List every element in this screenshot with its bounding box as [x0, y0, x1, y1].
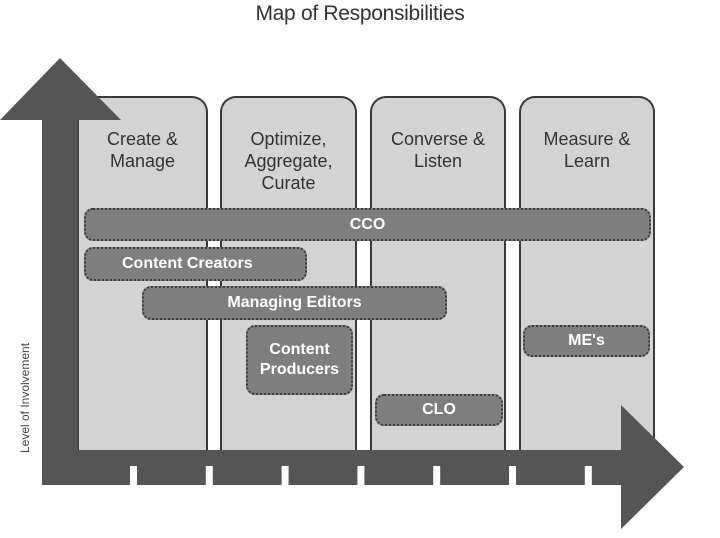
- diagram-title: Map of Responsibilities: [255, 2, 465, 25]
- x-axis-bar: [42, 450, 624, 485]
- role-bar-managing-editors: Managing Editors: [142, 286, 447, 320]
- x-axis-arrow-icon: [621, 405, 684, 529]
- column-label: Create & Manage: [106, 129, 179, 171]
- role-label: CLO: [422, 401, 456, 418]
- role-bar-content-producers: Content Producers: [246, 325, 353, 395]
- x-axis-tick: [205, 466, 213, 486]
- column-label: Measure & Learn: [543, 129, 631, 171]
- y-axis-label: Level of Involvement: [18, 342, 32, 454]
- x-axis-tick: [584, 466, 592, 486]
- y-axis-arrow-icon: [0, 58, 121, 451]
- x-axis-tick: [433, 466, 441, 486]
- column-optimize-aggregate-curate: Optimize, Aggregate, Curate: [220, 96, 357, 456]
- role-label: Content Creators: [122, 255, 253, 272]
- x-axis-ticks: [130, 466, 592, 486]
- role-label: Managing Editors: [227, 294, 362, 311]
- x-axis-tick: [357, 466, 365, 486]
- column-label: Optimize, Aggregate, Curate: [244, 129, 333, 193]
- role-bar-mes: ME's: [523, 325, 650, 357]
- role-label: CCO: [349, 215, 386, 233]
- x-axis-tick: [509, 466, 516, 486]
- role-bar-cco: CCO: [84, 208, 651, 241]
- x-axis-tick: [130, 466, 137, 486]
- role-label: Content Producers: [259, 341, 340, 378]
- x-axis-tick: [281, 466, 289, 486]
- column-label: Converse & Listen: [390, 129, 486, 171]
- role-bar-clo: CLO: [375, 394, 503, 426]
- column-measure-learn: Measure & Learn: [519, 96, 655, 456]
- role-label: ME's: [568, 332, 605, 349]
- role-bar-content-creators: Content Creators: [84, 247, 307, 281]
